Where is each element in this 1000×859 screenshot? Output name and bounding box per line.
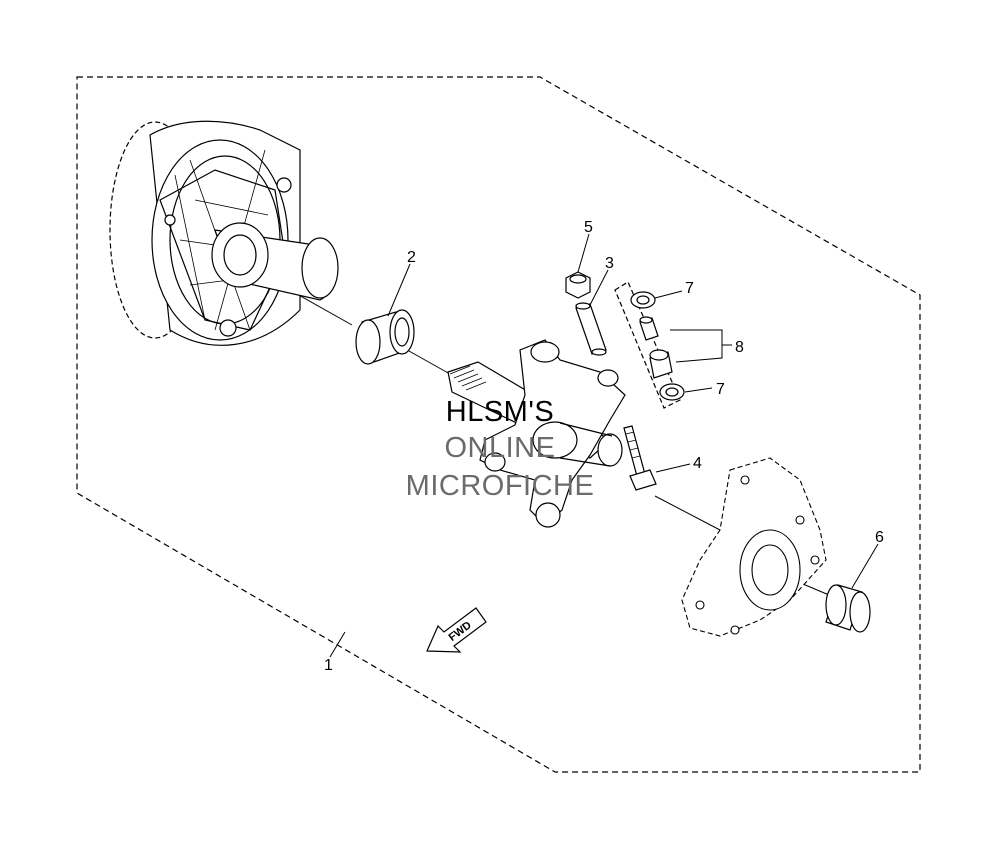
watermark-line-2: ONLINE xyxy=(444,432,556,464)
label-part-7-top: 7 xyxy=(685,280,694,297)
label-part-1: 1 xyxy=(324,657,333,674)
label-part-7-bottom: 7 xyxy=(716,381,725,398)
sleeve-part-3 xyxy=(575,302,607,356)
bushing-part-6 xyxy=(825,584,871,633)
bushing-part-2 xyxy=(355,309,415,365)
label-part-4: 4 xyxy=(693,455,702,472)
kit-boundary xyxy=(76,76,921,773)
fwd-arrow-icon: FWD xyxy=(426,607,487,653)
label-part-5: 5 xyxy=(584,219,593,236)
nut-part-5 xyxy=(565,271,591,299)
label-part-8: 8 xyxy=(735,339,744,356)
watermark-line-3: MICROFICHE xyxy=(405,470,595,502)
label-part-6: 6 xyxy=(875,529,884,546)
bolt-part-4 xyxy=(623,425,657,491)
shaft-assembly xyxy=(447,339,626,528)
label-part-2: 2 xyxy=(407,249,416,266)
cover-plate xyxy=(681,457,827,637)
washer-kit-parts-7-8 xyxy=(614,281,685,409)
label-part-3: 3 xyxy=(605,255,614,272)
watermark-line-1: HLSM'S xyxy=(445,396,555,428)
housing-part-1 xyxy=(109,120,339,346)
leader-lines xyxy=(329,233,879,658)
